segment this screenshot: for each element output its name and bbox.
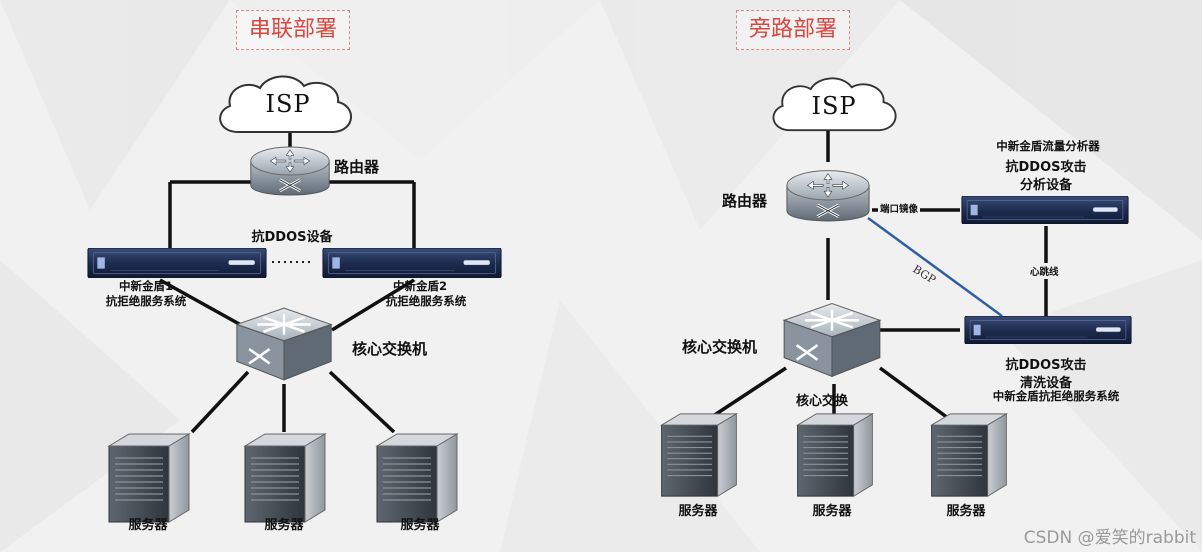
serial-anti-ddos-label: 抗DDOS设备 [251,230,333,245]
serial-server-label-1: 服务器 [128,518,168,533]
bypass-cleaner-caption: 中新金盾抗拒绝服务系统 [992,389,1120,403]
bypass-server-label-1: 服务器 [678,504,718,519]
serial-shield1-name: 中新金盾1 [118,279,174,293]
bypass-server-3 [930,413,1008,497]
bypass-cleaner-device [964,316,1132,344]
bypass-server-1 [660,413,738,497]
bypass-core-switch-label: 核心交换机 [682,338,758,356]
bypass-title: 旁路部署 [736,10,850,50]
serial-shield2-name: 中新金盾2 [392,279,448,293]
port-mirror-label: 端口镜像 [878,201,921,215]
bypass-isp-label: ISP [811,92,857,120]
bypass-router [785,168,871,223]
bypass-analyzer-title-1: 抗DDOS攻击 [1005,160,1087,175]
serial-server-2 [244,433,326,523]
bypass-router-label: 路由器 [722,192,768,210]
serial-server-label-2: 服务器 [264,518,304,533]
bypass-cleaner-title-1: 抗DDOS攻击 [1005,358,1087,373]
bypass-analyzer-title-2: 分析设备 [1019,178,1073,193]
serial-server-1 [108,433,190,523]
serial-title: 串联部署 [236,10,350,50]
bgp-link [867,216,1003,318]
serial-shield1-device [87,248,267,278]
heartbeat-label: 心跳线 [1028,263,1061,279]
serial-shield2-device [322,248,502,278]
bypass-links [709,126,1048,420]
serial-server-3 [376,433,458,523]
serial-shield2-desc: 抗拒绝服务系统 [385,294,467,308]
serial-router [249,145,331,197]
watermark: CSDN @爱笑的rabbit [1023,528,1196,548]
bypass-analyzer-device [961,196,1129,224]
serial-router-label: 路由器 [334,158,380,176]
serial-server-label-3: 服务器 [400,518,440,533]
bypass-server-2 [796,413,874,497]
bypass-analyzer-caption: 中新金盾流量分析器 [996,139,1100,153]
serial-core-switch-label: 核心交换机 [352,340,428,358]
serial-shield1-desc: 抗拒绝服务系统 [105,294,187,308]
bypass-core-switch [782,302,882,378]
bypass-server-label-2: 服务器 [812,504,852,519]
serial-core-switch [235,306,333,382]
bypass-cleaner-title-2: 清洗设备 [1019,376,1073,391]
bypass-server-label-3: 服务器 [946,504,986,519]
serial-isp-label: ISP [265,90,311,118]
bypass-core-switch-short-label: 核心交换 [796,394,849,409]
